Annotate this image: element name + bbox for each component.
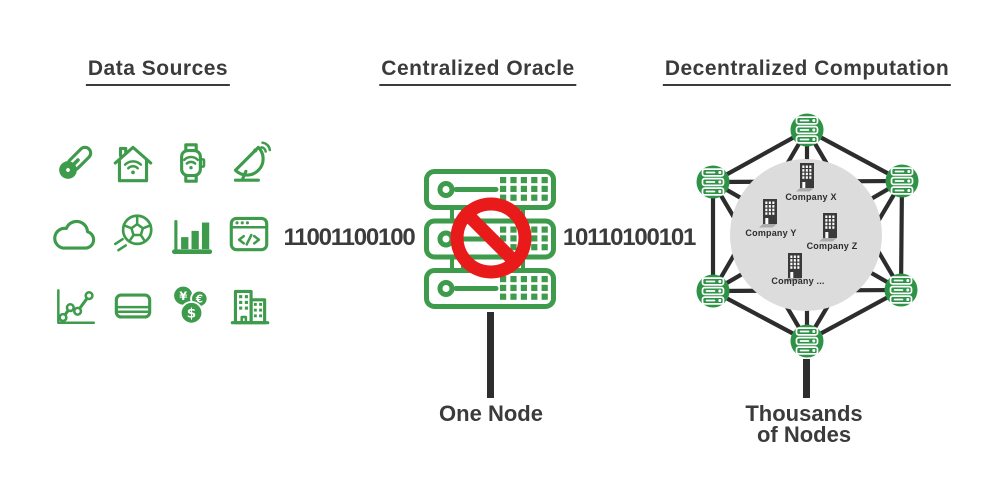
thermometer-icon	[59, 146, 93, 180]
company-x-label: Company X	[785, 192, 837, 202]
cloud-icon	[53, 219, 96, 250]
bar-chart-icon	[171, 219, 213, 255]
currency-coins-icon: ¥ € $	[174, 286, 209, 325]
line-chart-icon	[57, 288, 95, 324]
decentralized-computation-heading: Decentralized Computation	[662, 57, 952, 86]
binary-output: 10110100101	[562, 224, 697, 251]
thousands-line1: Thousands	[745, 401, 863, 426]
smart-home-icon	[113, 146, 153, 183]
network-graph	[695, 112, 920, 359]
no-entry-icon	[450, 197, 532, 279]
company-z-label: Company Z	[806, 241, 858, 251]
svg-text:€: €	[195, 293, 203, 305]
buildings-icon	[230, 289, 270, 324]
code-api-icon	[229, 216, 269, 252]
thousands-of-nodes-caption: Thousands of Nodes	[745, 401, 863, 447]
oracle-node-upper-left	[695, 164, 731, 200]
oracle-node-lower-right	[883, 272, 919, 308]
thousands-line2: of Nodes	[756, 422, 852, 447]
oracle-node-top	[789, 112, 825, 148]
one-node-connector-line	[487, 312, 494, 398]
soccer-ball-icon	[114, 214, 153, 252]
oracle-node-upper-right	[884, 163, 920, 199]
data-source-icon-grid: ¥ € $	[46, 128, 278, 340]
smartwatch-icon	[180, 143, 206, 184]
data-sources-heading: Data Sources	[85, 57, 231, 86]
company-etc-label: Company ...	[771, 276, 825, 286]
centralized-oracle-heading: Centralized Oracle	[379, 57, 577, 86]
oracle-node-lower-left	[695, 273, 731, 309]
svg-text:$: $	[187, 305, 196, 321]
svg-text:¥: ¥	[179, 288, 187, 302]
credit-card-icon	[114, 293, 152, 319]
thousands-connector-line	[803, 359, 810, 398]
binary-input: 11001100100	[283, 224, 416, 251]
satellite-dish-icon	[233, 141, 272, 183]
trust-boundary-circle	[730, 159, 882, 311]
company-y-label: Company Y	[745, 228, 797, 238]
one-node-caption: One Node	[439, 401, 543, 426]
oracle-node-bottom	[789, 323, 825, 359]
